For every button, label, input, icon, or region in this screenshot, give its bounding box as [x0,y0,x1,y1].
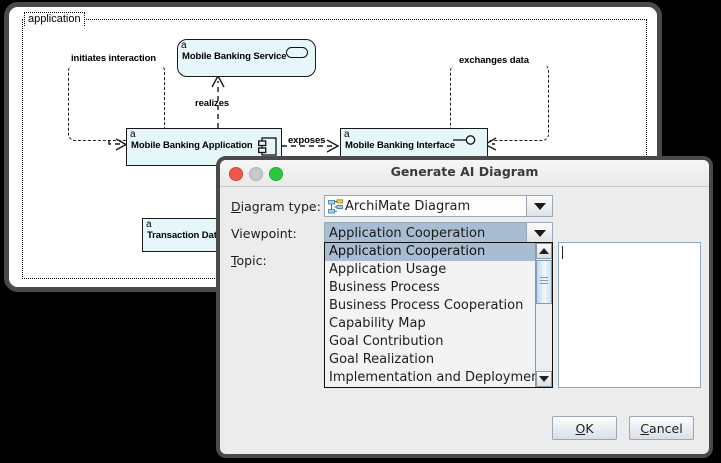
element-name: Mobile Banking Interface [345,140,456,151]
element-stereotype: a [146,219,152,230]
close-dot-icon[interactable] [229,167,243,181]
application-service-icon [286,47,308,58]
maximize-dot-icon[interactable] [269,167,283,181]
topic-label: Topic: [231,253,267,268]
application-interface-icon [453,135,476,145]
triangle-down-icon [539,376,549,382]
viewpoint-value: Application Cooperation [329,225,486,241]
diagram-type-label-rest: iagram type: [240,199,321,214]
minimize-dot-icon[interactable] [249,167,263,181]
element-name: Transaction Data [147,230,222,241]
viewpoint-label: Viewpoint: [231,226,297,241]
diagram-type-label: Diagram type: [231,199,321,214]
topic-input[interactable] [558,242,701,388]
element-name: Mobile Banking Application [131,140,253,151]
thumb-grip-icon [540,280,548,281]
viewpoint-option[interactable]: Goal Realization [329,352,435,367]
dialog-titlebar[interactable]: Generate AI Diagram [220,160,709,187]
viewpoint-combo[interactable]: Application Cooperation [324,222,553,244]
scrollbar-thumb[interactable] [536,260,552,304]
viewpoint-list-scrollbar[interactable] [535,243,552,387]
application-component-icon [258,137,277,156]
chevron-down-icon [533,229,546,237]
generate-ai-diagram-dialog: Generate AI Diagram Diagram type: Viewpo… [216,156,713,458]
element-mobile-banking-service[interactable]: a Mobile Banking Service [177,39,316,77]
relation-route-exchanges [450,64,549,141]
element-stereotype: a [344,129,350,140]
viewpoint-option[interactable]: Implementation and Deployment [329,370,535,385]
relation-label-exchanges: exchanges data [459,55,529,66]
dialog-title: Generate AI Diagram [390,164,539,179]
viewpoint-option[interactable]: Goal Contribution [329,334,444,349]
viewpoint-option[interactable]: Business Process Cooperation [329,298,524,313]
scroll-up-button[interactable] [536,243,552,259]
viewpoint-dropdown-arrow[interactable] [526,223,552,243]
viewpoint-option[interactable]: Application Usage [329,262,447,277]
relation-label-initiates: initiates interaction [71,53,157,64]
diagram-type-combo[interactable]: ArchiMate Diagram [324,195,553,217]
element-name: Mobile Banking Service [182,51,287,62]
scroll-down-button[interactable] [536,371,552,387]
archimate-diagram-icon [328,199,343,214]
ok-mnemonic: O [575,420,586,436]
element-stereotype: a [130,129,136,140]
chevron-down-icon [533,202,546,210]
topic-label-rest: opic: [236,253,267,268]
grouping-label: application [24,12,85,26]
ok-label-rest: K [585,420,594,436]
cancel-label-rest: ancel [649,420,683,436]
text-caret [562,246,563,259]
viewpoint-option[interactable]: Capability Map [329,316,426,331]
diagram-type-value: ArchiMate Diagram [345,198,471,214]
relation-label-realizes: realizes [195,98,230,109]
triangle-up-icon [539,248,549,254]
viewpoint-option[interactable]: Application Cooperation [325,243,535,261]
viewpoint-option[interactable]: Business Process [329,280,440,295]
diagram-type-dropdown-arrow[interactable] [526,196,552,216]
element-stereotype: a [181,40,187,51]
cancel-mnemonic: C [640,420,650,436]
relation-label-exposes: exposes [288,135,326,146]
